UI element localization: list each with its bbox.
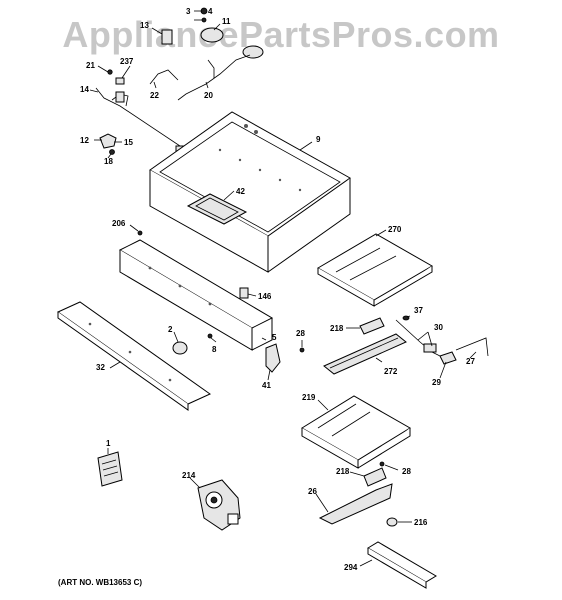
callout-12: 12 bbox=[80, 136, 89, 145]
part-28-screw-upper[interactable] bbox=[299, 347, 305, 353]
callout-15: 15 bbox=[124, 138, 133, 147]
part-15-bracket[interactable] bbox=[99, 133, 117, 149]
callout-28-lower: 28 bbox=[402, 467, 411, 476]
callout-146: 146 bbox=[258, 292, 272, 301]
callout-219: 219 bbox=[302, 393, 316, 402]
callout-272: 272 bbox=[384, 367, 398, 376]
part-20-tube[interactable] bbox=[177, 54, 251, 101]
callout-18: 18 bbox=[104, 157, 113, 166]
part-218-orifice-lower[interactable] bbox=[363, 467, 387, 487]
part-218-orifice-upper[interactable] bbox=[359, 317, 385, 335]
callout-8: 8 bbox=[212, 345, 217, 354]
part-8-screw[interactable] bbox=[207, 333, 213, 339]
callout-28-upper: 28 bbox=[296, 329, 305, 338]
part-270-shield[interactable] bbox=[317, 233, 433, 307]
part-219-shield[interactable] bbox=[301, 395, 411, 469]
callout-41: 41 bbox=[262, 381, 271, 390]
part-27-tube[interactable] bbox=[455, 337, 489, 357]
part-42-vent[interactable] bbox=[186, 193, 248, 225]
part-206-screw[interactable] bbox=[137, 230, 143, 236]
callout-29: 29 bbox=[432, 378, 441, 387]
callout-20: 20 bbox=[204, 91, 213, 100]
part-21-screw[interactable] bbox=[107, 69, 113, 75]
part-28-screw-lower[interactable] bbox=[379, 461, 385, 467]
part-216-nut[interactable] bbox=[386, 517, 398, 527]
callout-5: 5 bbox=[272, 333, 277, 342]
callout-218-lower: 218 bbox=[336, 467, 350, 476]
callout-3: 3 bbox=[186, 7, 191, 16]
part-237-fitting[interactable] bbox=[115, 77, 125, 85]
callout-1: 1 bbox=[106, 439, 111, 448]
callout-294: 294 bbox=[344, 563, 358, 572]
callout-42: 42 bbox=[236, 187, 245, 196]
part-top-burner[interactable] bbox=[242, 45, 264, 59]
part-32-trim[interactable] bbox=[57, 301, 211, 411]
part-9-burner-box[interactable] bbox=[149, 111, 351, 273]
part-11-knob[interactable] bbox=[200, 27, 224, 43]
part-5-rail[interactable] bbox=[118, 239, 274, 351]
callout-30: 30 bbox=[434, 323, 443, 332]
part-2-knob[interactable] bbox=[172, 341, 188, 355]
part-22-tube[interactable] bbox=[149, 69, 179, 85]
callout-26: 26 bbox=[308, 487, 317, 496]
callout-206: 206 bbox=[112, 219, 126, 228]
part-214-regulator[interactable] bbox=[197, 479, 241, 531]
callout-9: 9 bbox=[316, 135, 321, 144]
part-41-bracket[interactable] bbox=[265, 343, 281, 373]
callout-4: 4 bbox=[208, 7, 213, 16]
part-18-screw[interactable] bbox=[109, 149, 115, 155]
part-26-burner-tube[interactable] bbox=[318, 483, 393, 525]
part-29-fitting[interactable] bbox=[439, 351, 457, 365]
part-1-literature[interactable] bbox=[97, 451, 123, 487]
callout-11: 11 bbox=[222, 17, 231, 26]
callout-218-upper: 218 bbox=[330, 324, 344, 333]
art-number: (ART NO. WB13653 C) bbox=[58, 578, 143, 587]
callout-13: 13 bbox=[140, 21, 149, 30]
part-294-bracket[interactable] bbox=[367, 541, 437, 589]
callout-27: 27 bbox=[466, 357, 475, 366]
part-146-clip[interactable] bbox=[239, 287, 249, 299]
callout-21: 21 bbox=[86, 61, 95, 70]
part-13-valve[interactable] bbox=[161, 29, 173, 45]
part-3-washer[interactable] bbox=[201, 17, 207, 23]
part-272-burner[interactable] bbox=[323, 333, 407, 375]
callout-237: 237 bbox=[120, 57, 134, 66]
leader-lines bbox=[89, 10, 477, 567]
callout-14: 14 bbox=[80, 85, 89, 94]
callout-37: 37 bbox=[414, 306, 423, 315]
callout-216: 216 bbox=[414, 518, 428, 527]
callout-214: 214 bbox=[182, 471, 196, 480]
callout-22: 22 bbox=[150, 91, 159, 100]
callout-2: 2 bbox=[168, 325, 173, 334]
callout-32: 32 bbox=[96, 363, 105, 372]
callout-270: 270 bbox=[388, 225, 402, 234]
